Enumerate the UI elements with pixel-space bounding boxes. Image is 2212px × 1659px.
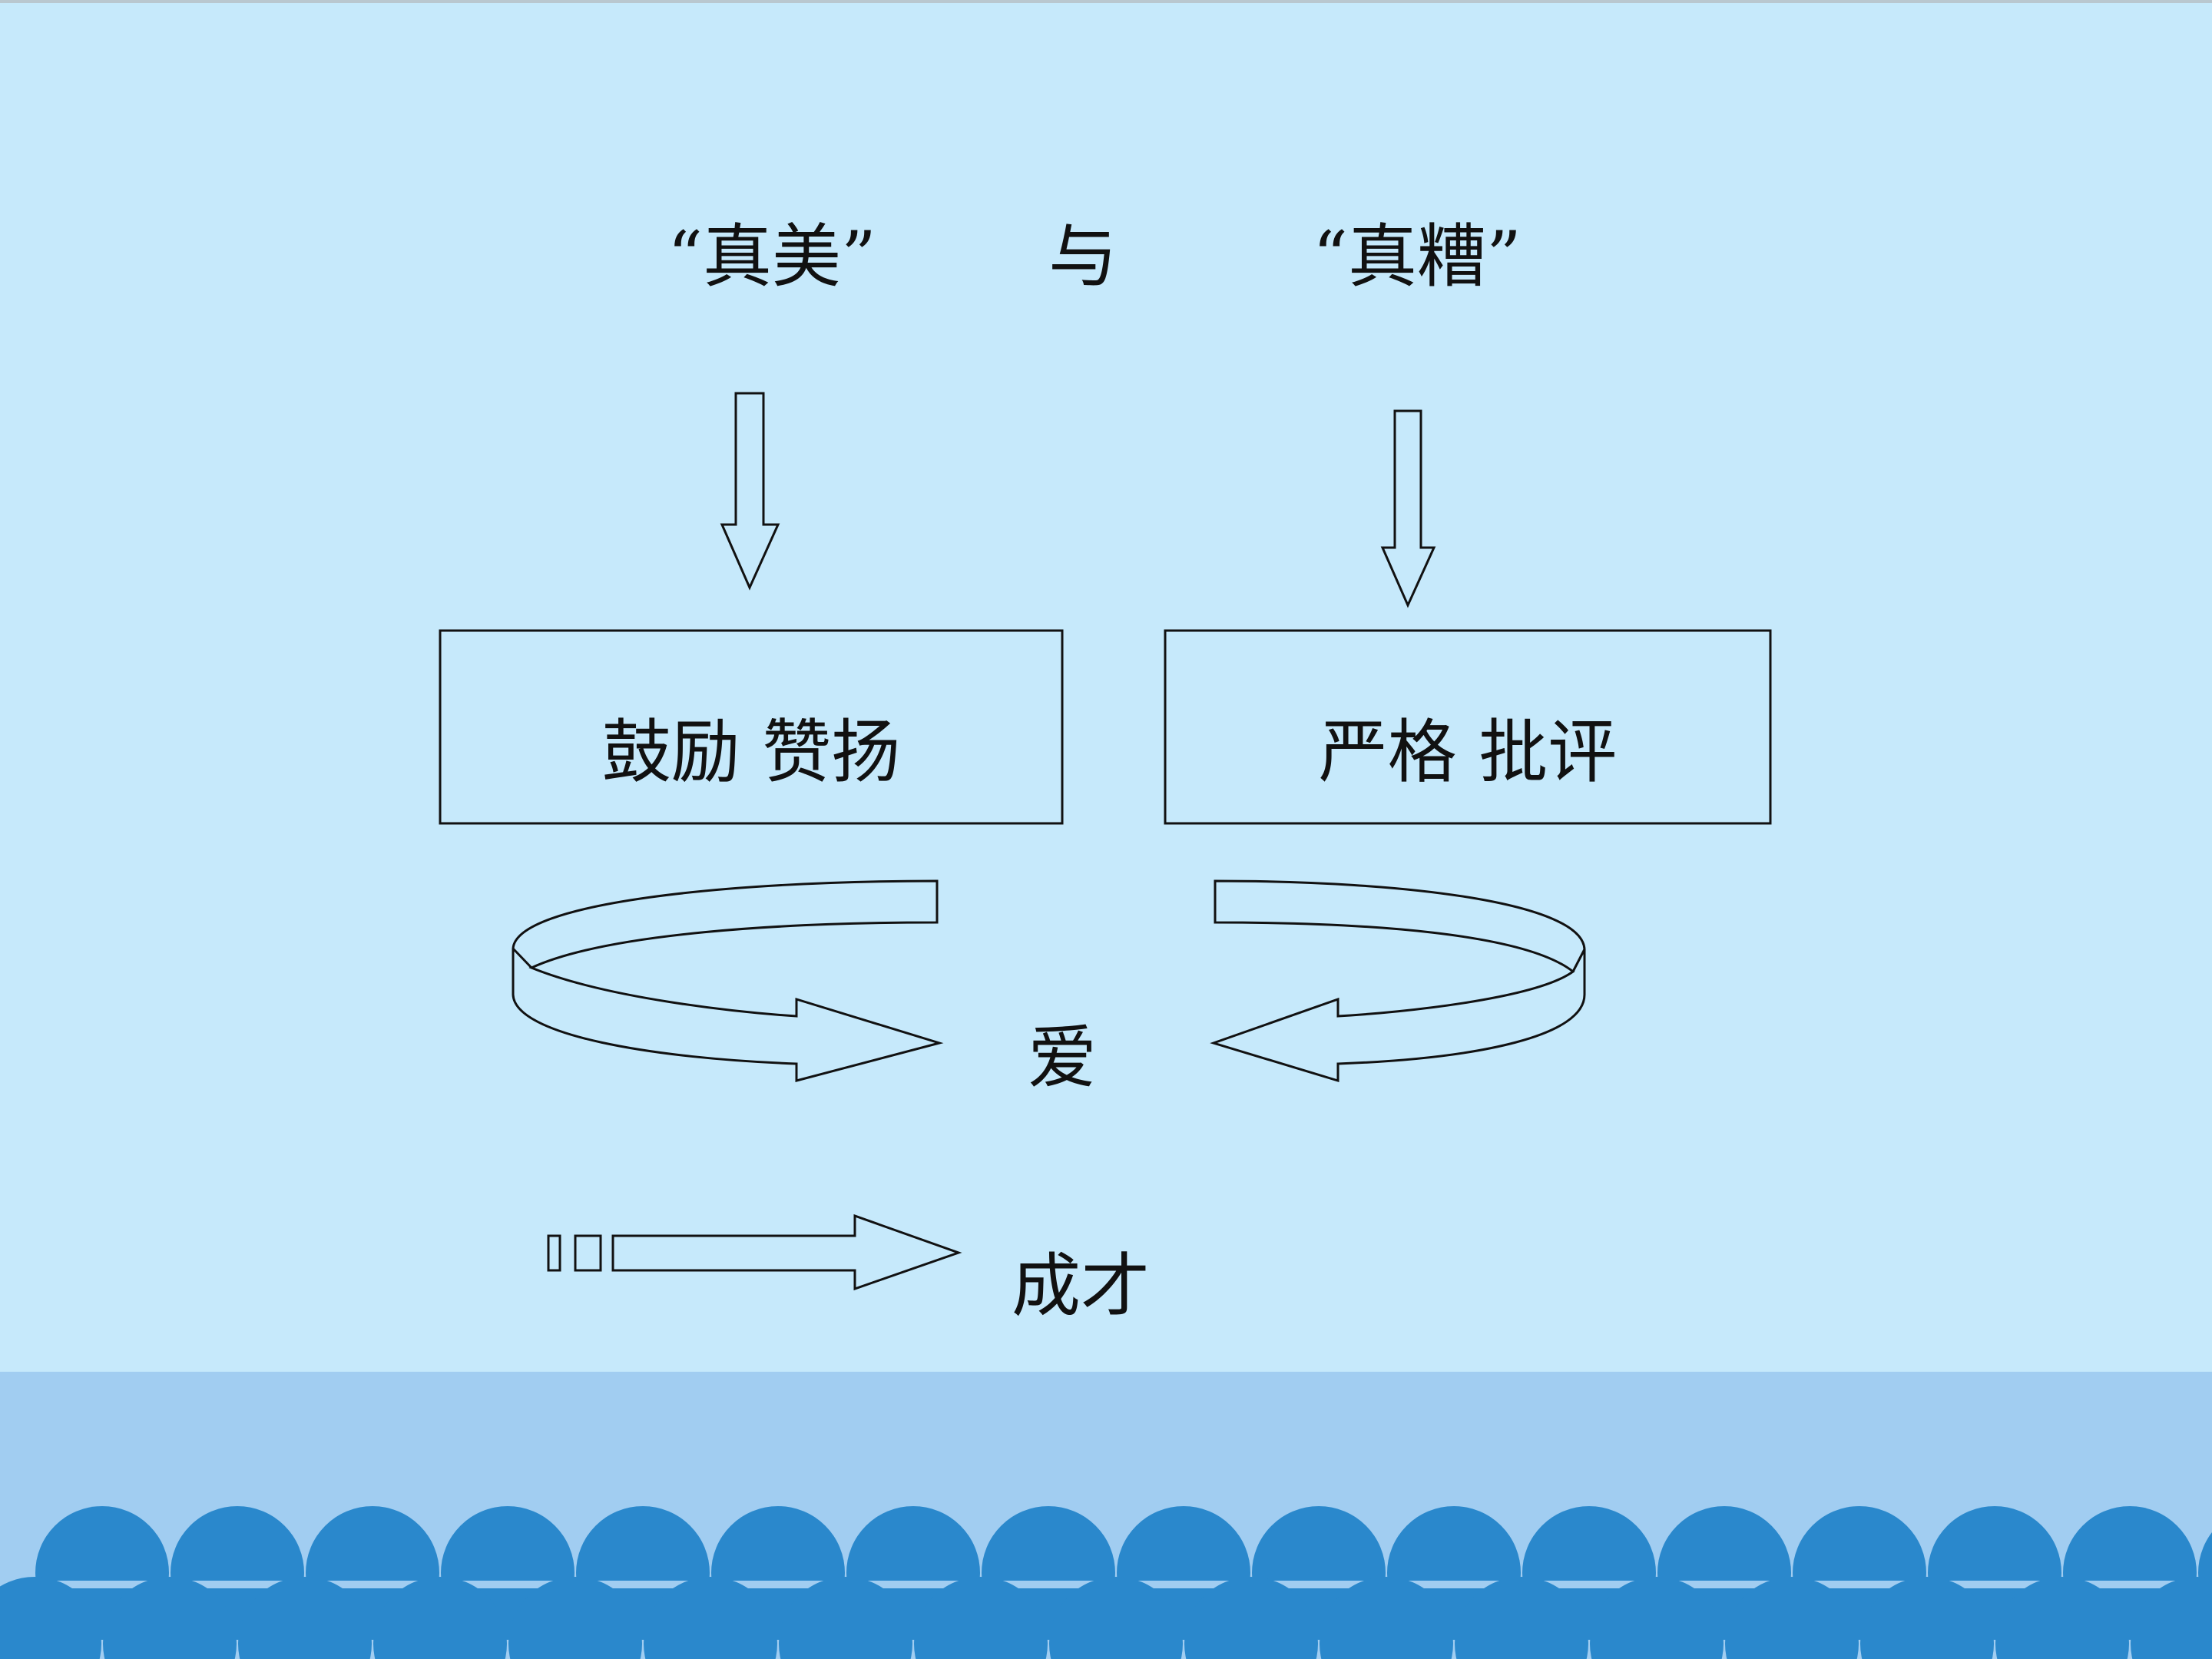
wave-scallop [1184,1577,1318,1659]
wave-scallop [644,1577,777,1659]
down-arrow-right-icon [1380,409,1436,608]
top-border [0,0,2212,3]
top-left-label: “真美” [667,217,876,297]
wave-scallop [103,1577,237,1659]
left-box-label: 鼓励 赞扬 [602,712,901,793]
wave-scallop [238,1577,372,1659]
top-right-label: “真糟” [1313,217,1522,297]
arrow-tail-bar-1 [547,1234,561,1272]
wave-scallop [914,1577,1048,1659]
wave-scallop [0,1577,101,1659]
wave-scallop [1860,1577,1994,1659]
down-arrow-left-icon [720,392,780,591]
right-box-label: 严格 批评 [1319,712,1618,793]
connector-label: 与 [1048,217,1118,297]
wave-scallop [1455,1577,1588,1659]
right-box [1164,629,1772,825]
wave-scallop [508,1577,642,1659]
bottom-label: 成才 [1012,1246,1150,1326]
arrow-tail-bar-2 [574,1234,602,1272]
curved-arrow-left-icon [512,879,944,1082]
wave-row-front [0,1577,2212,1659]
center-label: 爱 [1028,1018,1097,1098]
wave-scallop [1995,1577,2129,1659]
wave-scallop [779,1577,912,1659]
curved-arrow-right-icon [1210,879,1586,1083]
left-box [439,629,1064,825]
wave-scallop [2131,1577,2212,1659]
curved-arrow-left-fold [512,947,533,969]
right-arrow-icon [611,1214,962,1291]
wave-scallop [1049,1577,1183,1659]
wave-scallop [373,1577,507,1659]
curved-arrow-right-fold [1571,949,1586,972]
wave-scallop [1320,1577,1453,1659]
wave-scallop [1725,1577,1859,1659]
wave-scallop [1590,1577,1724,1659]
